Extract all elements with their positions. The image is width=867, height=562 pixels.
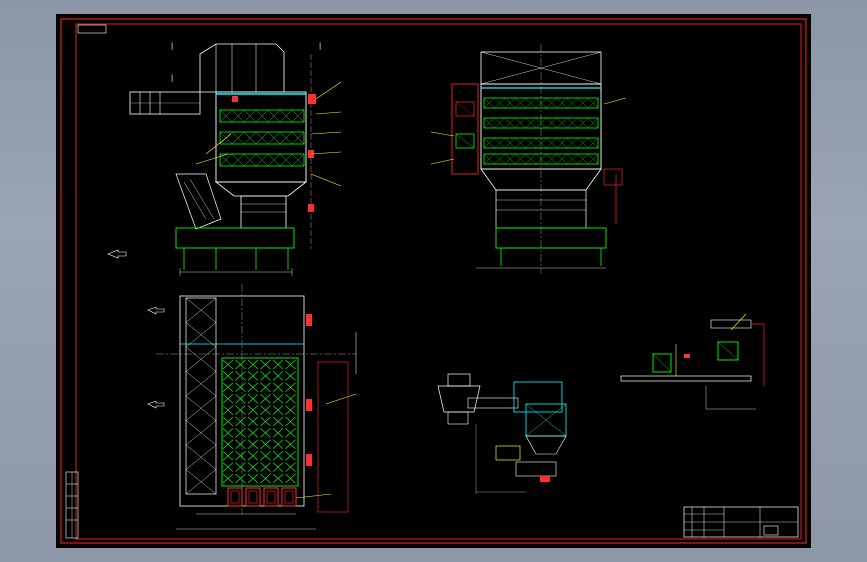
company-logo — [763, 525, 779, 536]
control-cabinet — [451, 83, 479, 175]
revision-strip — [65, 471, 79, 539]
outlet-fitting — [245, 487, 261, 507]
valve-detail[interactable] — [620, 313, 765, 410]
sheet-code-box — [77, 24, 107, 34]
duct-detail[interactable] — [437, 373, 567, 494]
plan-right-dim — [317, 361, 349, 513]
filter-row — [219, 109, 305, 123]
dust-hopper — [214, 181, 308, 197]
flow-arrow-plan — [147, 306, 165, 315]
front-elevation[interactable]: | | | — [107, 42, 342, 276]
inlet-duct — [129, 91, 201, 115]
side-filter-row — [483, 137, 599, 149]
outlet-fitting — [263, 487, 279, 507]
filter-grid — [221, 357, 299, 487]
outer-frame — [60, 18, 807, 544]
duct-tower — [513, 381, 563, 413]
side-filter-row — [483, 97, 599, 109]
drawing-sheet: | | | — [60, 18, 807, 544]
side-filter-row — [483, 117, 599, 129]
svg-text:|: | — [318, 42, 322, 50]
filter-row — [219, 131, 305, 145]
upper-hood — [199, 43, 285, 93]
outlet-fittings — [227, 487, 297, 507]
outlet-fitting — [227, 487, 243, 507]
grid-frame — [221, 357, 299, 487]
inner-frame — [75, 23, 802, 540]
truss-column — [185, 297, 217, 495]
plan-view[interactable] — [147, 284, 357, 530]
valve-body-left — [652, 353, 672, 373]
valve-body-right — [717, 341, 739, 361]
filter-banks — [219, 109, 305, 167]
truss-frame — [185, 297, 217, 495]
filter-row — [219, 153, 305, 167]
side-filter-banks — [483, 97, 599, 165]
flow-arrow-left — [107, 249, 127, 259]
svg-text:|: | — [170, 74, 174, 82]
support-base — [175, 227, 295, 249]
svg-text:|: | — [170, 42, 174, 50]
cad-drawing-canvas[interactable]: | | | — [56, 14, 811, 548]
title-block — [683, 506, 799, 538]
side-elevation[interactable] — [430, 44, 627, 274]
side-chute — [175, 173, 222, 230]
outlet-fitting — [281, 487, 297, 507]
side-filter-row — [483, 153, 599, 165]
